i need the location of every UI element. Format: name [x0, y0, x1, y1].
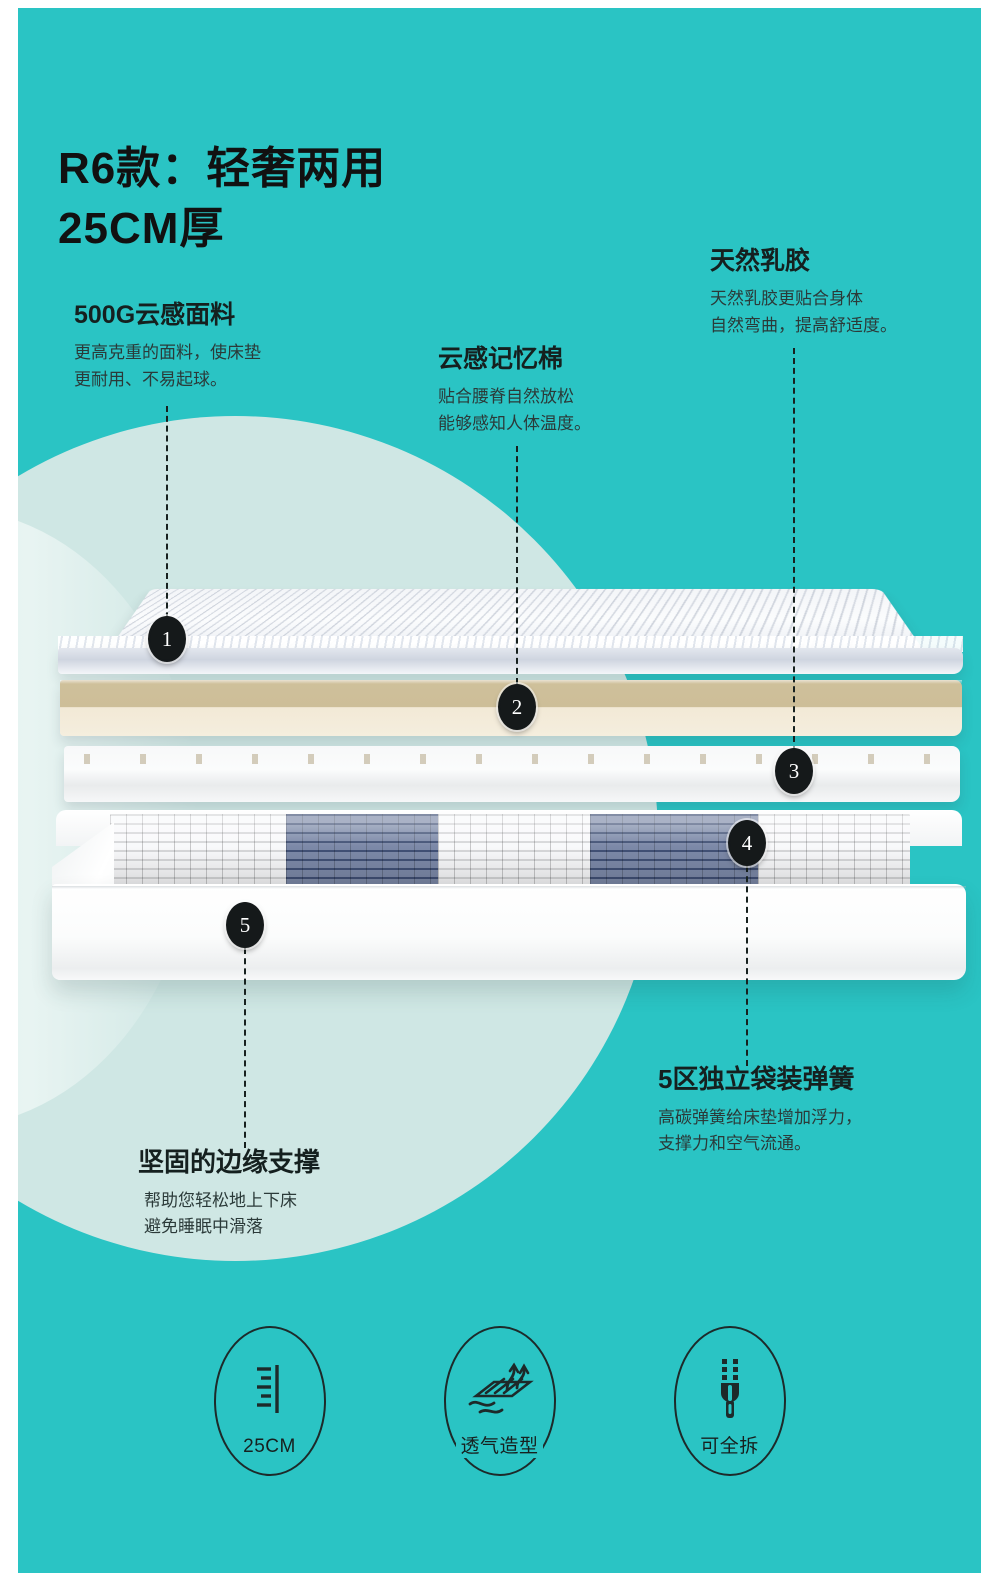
title-line-1: R6款：轻奢两用 [58, 144, 387, 194]
feature-label: 25CM [239, 1436, 300, 1458]
leader-line-5 [244, 948, 246, 1148]
leader-line-3 [793, 348, 795, 752]
pocket-spring-unit [110, 814, 910, 886]
layer-badge-2[interactable]: 2 [498, 684, 536, 730]
page-title: R6款：轻奢两用 25CM厚 [58, 80, 386, 318]
annotation-edge-support: 坚固的边缘支撑 帮助您轻松地上下床 避免睡眠中滑落 [138, 1146, 320, 1240]
layer-badge-1[interactable]: 1 [148, 616, 186, 662]
annotation-description: 高碳弹簧给床垫增加浮力， 支撑力和空气流通。 [658, 1107, 862, 1153]
badge-number: 3 [788, 758, 800, 783]
mattress-exploded-view [18, 488, 981, 988]
zipper-icon [676, 1358, 784, 1420]
annotation-description: 天然乳胶更贴合身体 自然弯曲，提高舒适度。 [710, 289, 897, 335]
badge-number: 1 [161, 626, 173, 651]
badge-number: 2 [511, 694, 523, 719]
latex-perforations [68, 754, 952, 764]
layer-badge-4[interactable]: 4 [728, 820, 766, 866]
spring-zone-3 [438, 814, 590, 886]
annotation-memory-foam: 云感记忆棉 贴合腰脊自然放松 能够感知人体温度。 [438, 344, 591, 437]
knitted-cover-side [58, 648, 963, 674]
airflow-icon [446, 1358, 554, 1420]
annotation-description: 贴合腰脊自然放松 能够感知人体温度。 [438, 387, 591, 433]
spring-zone-5 [758, 814, 910, 886]
feature-badge-breathable[interactable]: 透气造型 [443, 1326, 556, 1476]
badge-number: 4 [741, 830, 753, 855]
spring-zone-2 [286, 814, 438, 886]
ruler-icon [216, 1358, 324, 1420]
feature-badge-thickness[interactable]: 25CM [213, 1326, 326, 1476]
leader-line-1 [166, 406, 168, 638]
annotation-natural-latex: 天然乳胶 天然乳胶更贴合身体 自然弯曲，提高舒适度。 [710, 246, 897, 339]
spring-zone-1 [110, 814, 286, 886]
annotation-title: 5区独立袋装弹簧 [658, 1064, 855, 1094]
leader-line-4 [746, 866, 748, 1066]
leader-line-2 [516, 446, 518, 684]
annotation-title: 500G云感面料 [74, 301, 236, 329]
annotation-description: 帮助您轻松地上下床 避免睡眠中滑落 [144, 1190, 297, 1236]
annotation-title: 坚固的边缘支撑 [138, 1147, 321, 1177]
edge-support-base [52, 884, 966, 980]
feature-badge-removable[interactable]: 可全拆 [673, 1326, 786, 1476]
annotation-title: 云感记忆棉 [438, 345, 564, 373]
feature-badge-row: 25CM [18, 1326, 981, 1506]
title-line-2: 25CM厚 [58, 203, 225, 253]
feature-label: 透气造型 [456, 1431, 543, 1458]
layer-badge-5[interactable]: 5 [226, 902, 264, 948]
annotation-cover-fabric: 500G云感面料 更高克重的面料，使床垫 更耐用、不易起球。 [74, 300, 261, 393]
feature-label: 可全拆 [696, 1431, 763, 1458]
layer-badge-3[interactable]: 3 [775, 748, 813, 794]
product-infographic: R6款：轻奢两用 25CM厚 1 2 3 4 5 [18, 8, 981, 1573]
annotation-description: 更高克重的面料，使床垫 更耐用、不易起球。 [74, 343, 261, 389]
annotation-title: 天然乳胶 [710, 247, 811, 275]
annotation-pocket-springs: 5区独立袋装弹簧 高碳弹簧给床垫增加浮力， 支撑力和空气流通。 [658, 1063, 862, 1157]
badge-number: 5 [239, 912, 251, 937]
